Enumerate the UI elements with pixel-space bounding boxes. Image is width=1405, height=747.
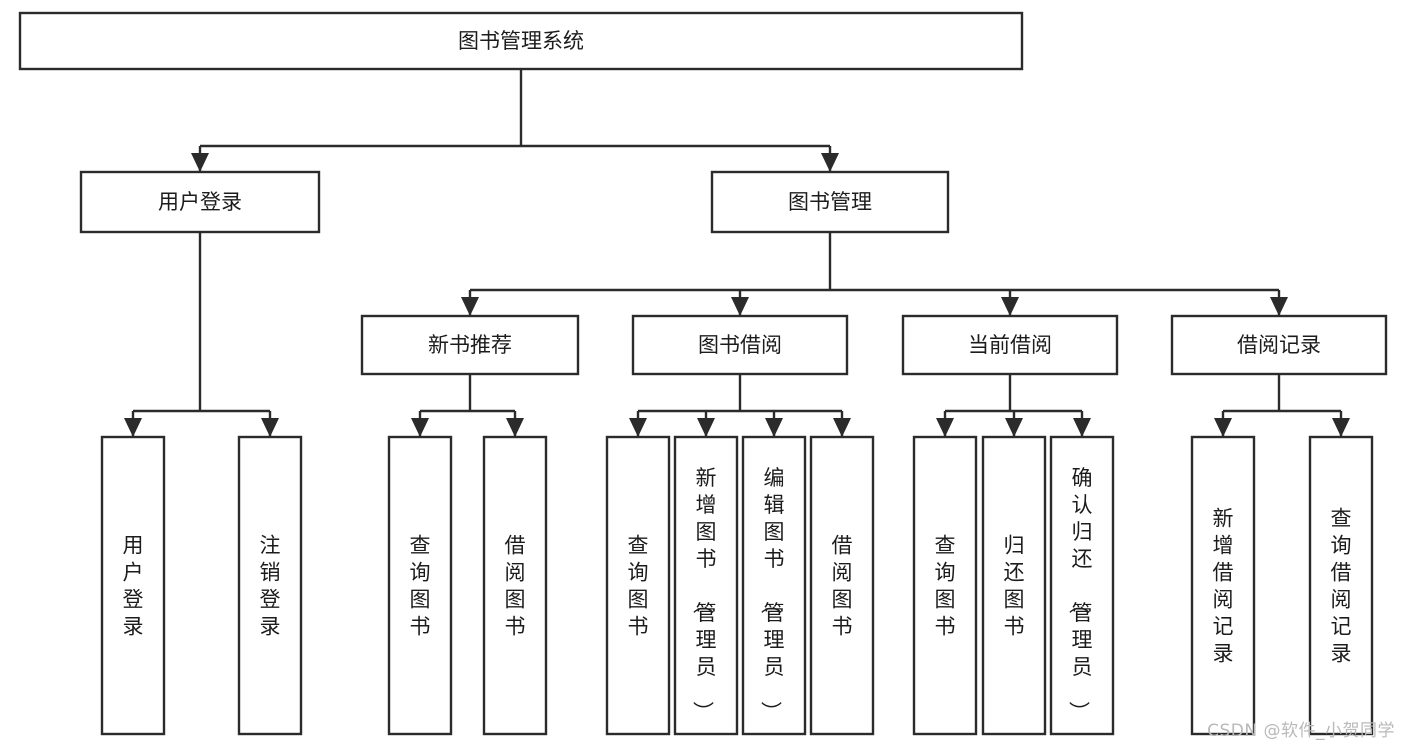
node-label-borrow-record: 借阅记录 [1237,333,1321,357]
node-label-leaf-query-book-3: 查询图书 [935,534,956,639]
node-label-leaf-return-book: 归还图书 [1004,534,1025,639]
arrow-head-book-borrow-to-leaf-query-book-2 [629,418,647,437]
node-label-root: 图书管理系统 [458,29,584,53]
arrow-head-book-borrow-to-leaf-add-book [697,418,715,437]
node-box-leaf-query-record[interactable] [1308,435,1374,736]
arrow-head-user-login-to-leaf-user-login [124,418,142,437]
node-book-borrow[interactable]: 图书借阅 [631,314,849,376]
arrow-head-root-to-book-manage [821,153,839,172]
node-leaf-add-record[interactable]: 新增借阅记录 [1190,435,1256,736]
node-box-root[interactable] [18,11,1024,71]
node-leaf-query-book-2[interactable]: 查询图书 [605,435,671,736]
node-box-leaf-return-book[interactable] [981,435,1047,736]
node-leaf-confirm-return[interactable]: 确认归还（管理员） [1049,435,1115,736]
arrow-head-book-borrow-to-leaf-edit-book [765,418,783,437]
arrow-head-book-manage-to-new-book-recommend [461,297,479,316]
node-label-leaf-query-book-2: 查询图书 [628,534,649,639]
node-user-login[interactable]: 用户登录 [79,170,321,234]
node-label-user-login: 用户登录 [158,190,242,214]
arrow-head-current-borrow-to-leaf-return-book [1005,418,1023,437]
node-leaf-borrow-book-2[interactable]: 借阅图书 [809,435,875,736]
node-new-book-recommend[interactable]: 新书推荐 [360,314,580,376]
node-box-leaf-borrow-book-2[interactable] [809,435,875,736]
node-label-current-borrow: 当前借阅 [968,333,1052,357]
node-box-book-manage[interactable] [710,170,950,234]
node-label-leaf-query-record: 查询借阅记录 [1331,507,1352,666]
node-leaf-query-book-3[interactable]: 查询图书 [912,435,978,736]
arrow-head-book-manage-to-current-borrow [1001,297,1019,316]
node-box-current-borrow[interactable] [901,314,1119,376]
node-leaf-query-book-1[interactable]: 查询图书 [387,435,453,736]
arrow-head-book-manage-to-book-borrow [731,297,749,316]
node-box-new-book-recommend[interactable] [360,314,580,376]
node-label-leaf-add-record: 新增借阅记录 [1213,507,1234,666]
connector-layer [124,69,1350,437]
node-leaf-query-record[interactable]: 查询借阅记录 [1308,435,1374,736]
node-box-leaf-add-book[interactable] [673,435,739,736]
node-box-leaf-borrow-book-1[interactable] [482,435,548,736]
node-box-leaf-logout[interactable] [237,435,303,736]
node-box-leaf-add-record[interactable] [1190,435,1256,736]
node-book-manage[interactable]: 图书管理 [710,170,950,234]
node-label-leaf-borrow-book-2: 借阅图书 [832,534,853,639]
arrow-head-new-book-recommend-to-leaf-query-book-1 [411,418,429,437]
node-label-leaf-query-book-1: 查询图书 [410,534,431,639]
arrow-head-user-login-to-leaf-logout [261,418,279,437]
node-label-leaf-logout: 注销登录 [260,534,281,639]
node-label-book-borrow: 图书借阅 [698,333,782,357]
node-box-borrow-record[interactable] [1170,314,1388,376]
node-box-leaf-confirm-return[interactable] [1049,435,1115,736]
arrow-head-book-manage-to-borrow-record [1270,297,1288,316]
node-root[interactable]: 图书管理系统 [18,11,1024,71]
arrow-head-root-to-user-login [191,153,209,172]
node-label-book-manage: 图书管理 [788,190,872,214]
node-label-leaf-edit-book: 编辑图书（管理员） [759,466,785,722]
arrow-head-new-book-recommend-to-leaf-borrow-book-1 [506,418,524,437]
node-leaf-borrow-book-1[interactable]: 借阅图书 [482,435,548,736]
node-box-book-borrow[interactable] [631,314,849,376]
node-leaf-return-book[interactable]: 归还图书 [981,435,1047,736]
node-label-leaf-borrow-book-1: 借阅图书 [505,534,526,639]
node-box-leaf-user-login[interactable] [100,435,166,736]
node-box-user-login[interactable] [79,170,321,234]
node-leaf-logout[interactable]: 注销登录 [237,435,303,736]
arrow-head-current-borrow-to-leaf-query-book-3 [936,418,954,437]
arrow-head-book-borrow-to-leaf-borrow-book-2 [833,418,851,437]
node-box-leaf-query-book-3[interactable] [912,435,978,736]
csdn-watermark: CSDN @软件_小贺同学 [1207,721,1395,741]
arrow-head-borrow-record-to-leaf-add-record [1214,418,1232,437]
node-box-leaf-edit-book[interactable] [741,435,807,736]
node-label-leaf-user-login: 用户登录 [123,534,144,639]
arrow-head-current-borrow-to-leaf-confirm-return [1073,418,1091,437]
node-label-leaf-add-book: 新增图书（管理员） [691,466,717,722]
node-label-leaf-confirm-return: 确认归还（管理员） [1067,466,1093,722]
arrow-head-borrow-record-to-leaf-query-record [1332,418,1350,437]
node-box-leaf-query-book-2[interactable] [605,435,671,736]
node-leaf-edit-book[interactable]: 编辑图书（管理员） [741,435,807,736]
node-layer: 图书管理系统用户登录图书管理新书推荐图书借阅当前借阅借阅记录用户登录注销登录查询… [18,11,1388,736]
node-leaf-user-login[interactable]: 用户登录 [100,435,166,736]
node-borrow-record[interactable]: 借阅记录 [1170,314,1388,376]
node-current-borrow[interactable]: 当前借阅 [901,314,1119,376]
node-leaf-add-book[interactable]: 新增图书（管理员） [673,435,739,736]
node-box-leaf-query-book-1[interactable] [387,435,453,736]
node-label-new-book-recommend: 新书推荐 [428,333,512,357]
